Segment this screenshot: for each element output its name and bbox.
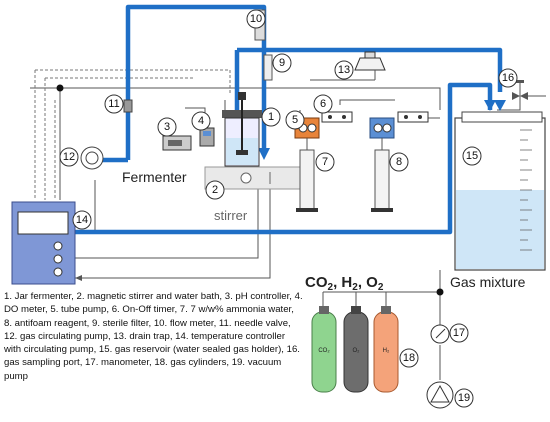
marker-5: 5 — [285, 110, 305, 130]
gas-circulating-pump — [80, 146, 104, 170]
svg-text:7: 7 — [322, 156, 328, 168]
gas-mixture-label: Gas mixture — [450, 274, 526, 290]
svg-text:17: 17 — [453, 327, 465, 339]
legend-caption: 1. Jar fermenter, 2. magnetic stirrer an… — [4, 291, 303, 382]
sterile-filter — [263, 54, 273, 81]
on-off-timer — [321, 111, 429, 123]
marker-10: 10 — [246, 9, 266, 29]
svg-text:18: 18 — [403, 352, 415, 364]
svg-text:5: 5 — [292, 114, 298, 126]
number-markers: 1 2 3 4 5 6 7 8 9 10 11 12 13 14 15 16 1… — [59, 9, 518, 408]
svg-text:10: 10 — [250, 13, 262, 25]
svg-text:9: 9 — [279, 57, 285, 69]
svg-text:3: 3 — [164, 121, 170, 133]
cylinder-label: CO₂ — [318, 348, 330, 354]
marker-11: 11 — [104, 94, 124, 114]
svg-text:15: 15 — [466, 150, 478, 162]
marker-6: 6 — [313, 94, 333, 114]
svg-text:8: 8 — [396, 156, 402, 168]
svg-text:2: 2 — [212, 184, 218, 196]
svg-text:6: 6 — [320, 98, 326, 110]
ph-controller — [162, 135, 192, 151]
gas-cylinder-h2: H₂ — [373, 306, 399, 393]
marker-12: 12 — [59, 147, 79, 167]
dashed-wiring — [34, 69, 231, 200]
marker-15: 15 — [462, 146, 482, 166]
gases-heading: CO2, H2, O2 — [305, 274, 384, 293]
svg-text:4: 4 — [198, 115, 204, 127]
junction-dot — [56, 84, 64, 92]
marker-13: 13 — [334, 60, 354, 80]
fermenter-label: Fermenter — [122, 169, 187, 185]
arrow-heads — [258, 100, 506, 160]
gas-circulation-line — [75, 4, 503, 235]
drain-trap — [354, 51, 386, 71]
svg-text:12: 12 — [63, 151, 75, 163]
svg-text:16: 16 — [502, 72, 514, 84]
marker-9: 9 — [272, 53, 292, 73]
marker-14: 14 — [72, 210, 92, 230]
svg-text:19: 19 — [458, 392, 470, 404]
marker-18: 18 — [399, 348, 419, 368]
marker-19: 19 — [454, 388, 474, 408]
gas-reservoir — [454, 111, 546, 271]
reservoir-scale — [520, 129, 532, 251]
svg-text:11: 11 — [108, 98, 119, 110]
gas-sampling-port — [512, 80, 546, 100]
antifoam-burette — [371, 138, 393, 212]
jar-fermenter — [222, 92, 262, 167]
marker-17: 17 — [449, 323, 469, 343]
stirrer-label: stirrer — [214, 208, 248, 223]
svg-text:1: 1 — [268, 111, 274, 123]
ammonia-burette — [296, 138, 318, 212]
svg-text:13: 13 — [338, 64, 350, 76]
temperature-controller — [11, 201, 76, 285]
manometer — [430, 324, 450, 344]
marker-7: 7 — [315, 152, 335, 172]
marker-1: 1 — [261, 107, 281, 127]
cylinder-label: H₂ — [383, 348, 390, 354]
marker-2: 2 — [205, 180, 225, 200]
gas-cylinder-co2: CO₂ — [311, 306, 337, 393]
marker-8: 8 — [389, 152, 409, 172]
tube-pump-blue — [369, 117, 395, 139]
marker-4: 4 — [191, 111, 211, 131]
svg-text:14: 14 — [76, 214, 88, 226]
junction-dot — [436, 288, 444, 296]
do-meter — [199, 127, 215, 147]
needle-valve — [123, 99, 133, 113]
marker-3: 3 — [157, 117, 177, 137]
return-arrow — [75, 275, 82, 281]
cylinder-label: O₂ — [353, 348, 361, 354]
vacuum-pump — [426, 381, 454, 409]
gas-cylinder-o2: O₂ — [343, 306, 369, 393]
marker-16: 16 — [498, 68, 518, 88]
